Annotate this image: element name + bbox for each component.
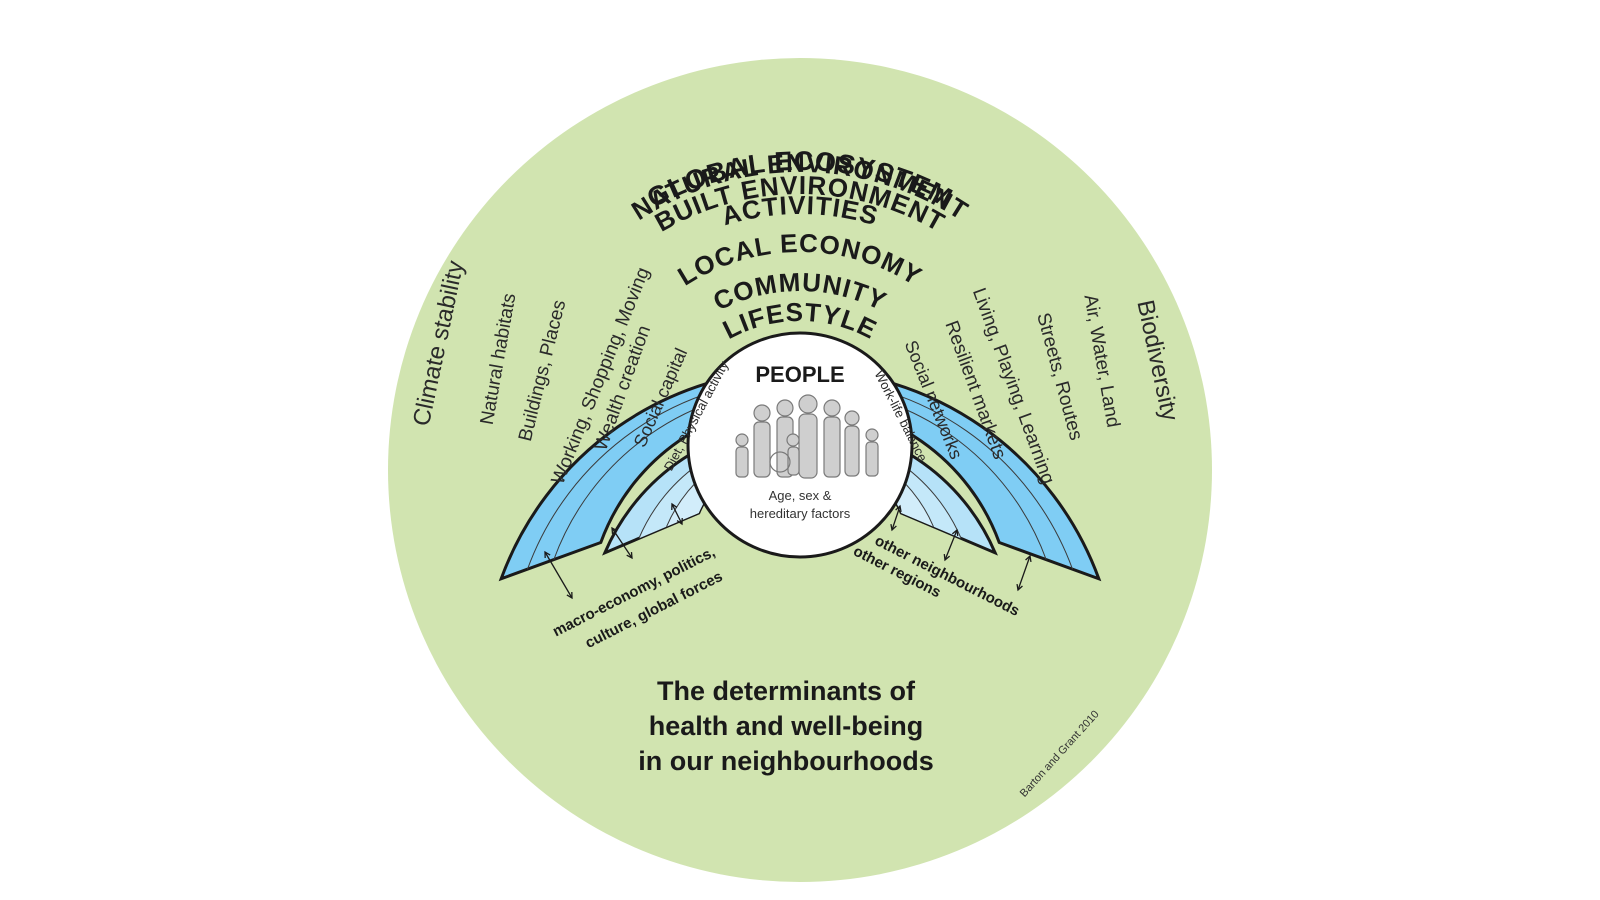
people-group-icon	[735, 394, 879, 479]
double-arrow-line	[1017, 555, 1031, 591]
people-caption-line1: Age, sex &	[769, 488, 832, 503]
arrow-head	[943, 553, 951, 562]
double-arrow-line	[544, 551, 573, 599]
people-label: PEOPLE	[755, 362, 844, 387]
arrow-head	[671, 502, 678, 511]
double-arrow-line	[671, 503, 683, 525]
arrow-head	[1025, 554, 1032, 563]
double-arrow-line	[944, 529, 958, 561]
people-caption-line2: hereditary factors	[750, 506, 851, 521]
arrow-head	[890, 523, 897, 532]
arrow-head	[895, 504, 902, 513]
title-line3: in our neighbourhoods	[638, 746, 933, 776]
arrow-head	[676, 517, 683, 526]
arrow-head	[1016, 583, 1023, 592]
arrow-head	[544, 550, 551, 559]
double-arrow-line	[891, 505, 901, 531]
title-line2: health and well-being	[649, 711, 924, 741]
arrow-head	[626, 551, 633, 560]
arrow-head	[611, 526, 618, 535]
arrow-head	[566, 591, 573, 600]
arrow-head	[951, 528, 959, 537]
title-line1: The determinants of	[657, 676, 916, 706]
double-arrow-line	[611, 527, 633, 559]
double-arrow-icon	[544, 502, 1032, 600]
